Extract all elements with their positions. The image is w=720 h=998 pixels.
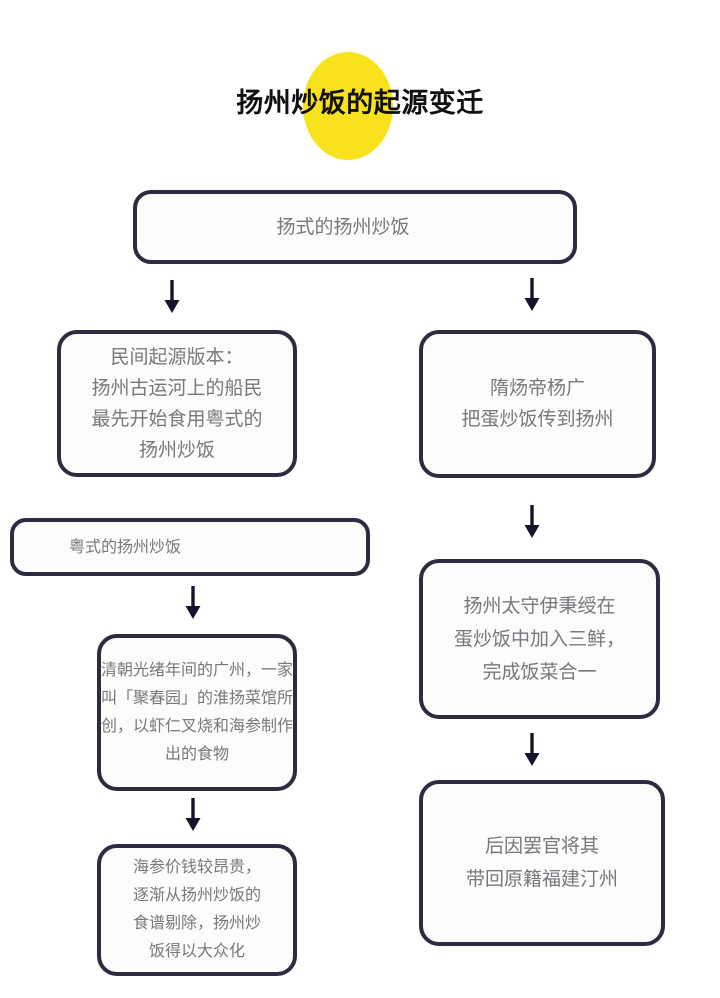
node-emperor-yangguang[interactable]: 隋炀帝杨广 把蛋炒饭传到扬州 [419,330,656,478]
node-fujian-tingzhou[interactable]: 后因罢官将其 带回原籍福建汀州 [419,780,665,946]
down-arrow-icon [519,278,545,314]
node-folk-origin[interactable]: 民间起源版本： 扬州古运河上的船民 最先开始食用粤式的 扬州炒饭 [57,330,297,477]
down-arrow-icon [180,586,206,622]
node-cantonese-style[interactable]: 粤式的扬州炒饭 [10,518,370,576]
page-title: 扬州炒饭的起源变迁 [236,88,484,118]
node-prefect-yi-bingshou-label: 扬州太守伊秉绶在 蛋炒饭中加入三鲜， 完成饭菜合一 [453,595,625,683]
node-prefect-yi-bingshou[interactable]: 扬州太守伊秉绶在 蛋炒饭中加入三鲜， 完成饭菜合一 [419,559,660,719]
node-fujian-tingzhou-label: 后因罢官将其 带回原籍福建汀州 [465,836,618,890]
down-arrow-icon [519,505,545,541]
node-sea-cucumber-removed-label: 海参价钱较昂贵， 逐渐从扬州炒饭的 食谱剔除，扬州炒 饭得以大众化 [132,859,261,960]
node-yangzhou-style-label: 扬式的扬州炒饭 [276,216,410,238]
node-emperor-yangguang-label: 隋炀帝杨广 把蛋炒饭传到扬州 [461,378,614,430]
node-sea-cucumber-removed[interactable]: 海参价钱较昂贵， 逐渐从扬州炒饭的 食谱剔除，扬州炒 饭得以大众化 [97,844,297,976]
node-cantonese-style-label: 粤式的扬州炒饭 [68,538,181,556]
down-arrow-icon [519,733,545,769]
node-qing-guangzhou-label: 清朝光绪年间的广州，一家叫「聚春园」的淮扬菜馆所创，以虾仁叉烧和海参制作出的食物 [101,661,294,763]
title-highlight-circle [303,52,393,160]
node-folk-origin-label: 民间起源版本： 扬州古运河上的船民 最先开始食用粤式的 扬州炒饭 [91,346,263,461]
down-arrow-icon [159,280,185,316]
down-arrow-icon [180,798,206,834]
node-qing-guangzhou[interactable]: 清朝光绪年间的广州，一家叫「聚春园」的淮扬菜馆所创，以虾仁叉烧和海参制作出的食物 [97,634,297,791]
node-yangzhou-style[interactable]: 扬式的扬州炒饭 [133,190,577,264]
